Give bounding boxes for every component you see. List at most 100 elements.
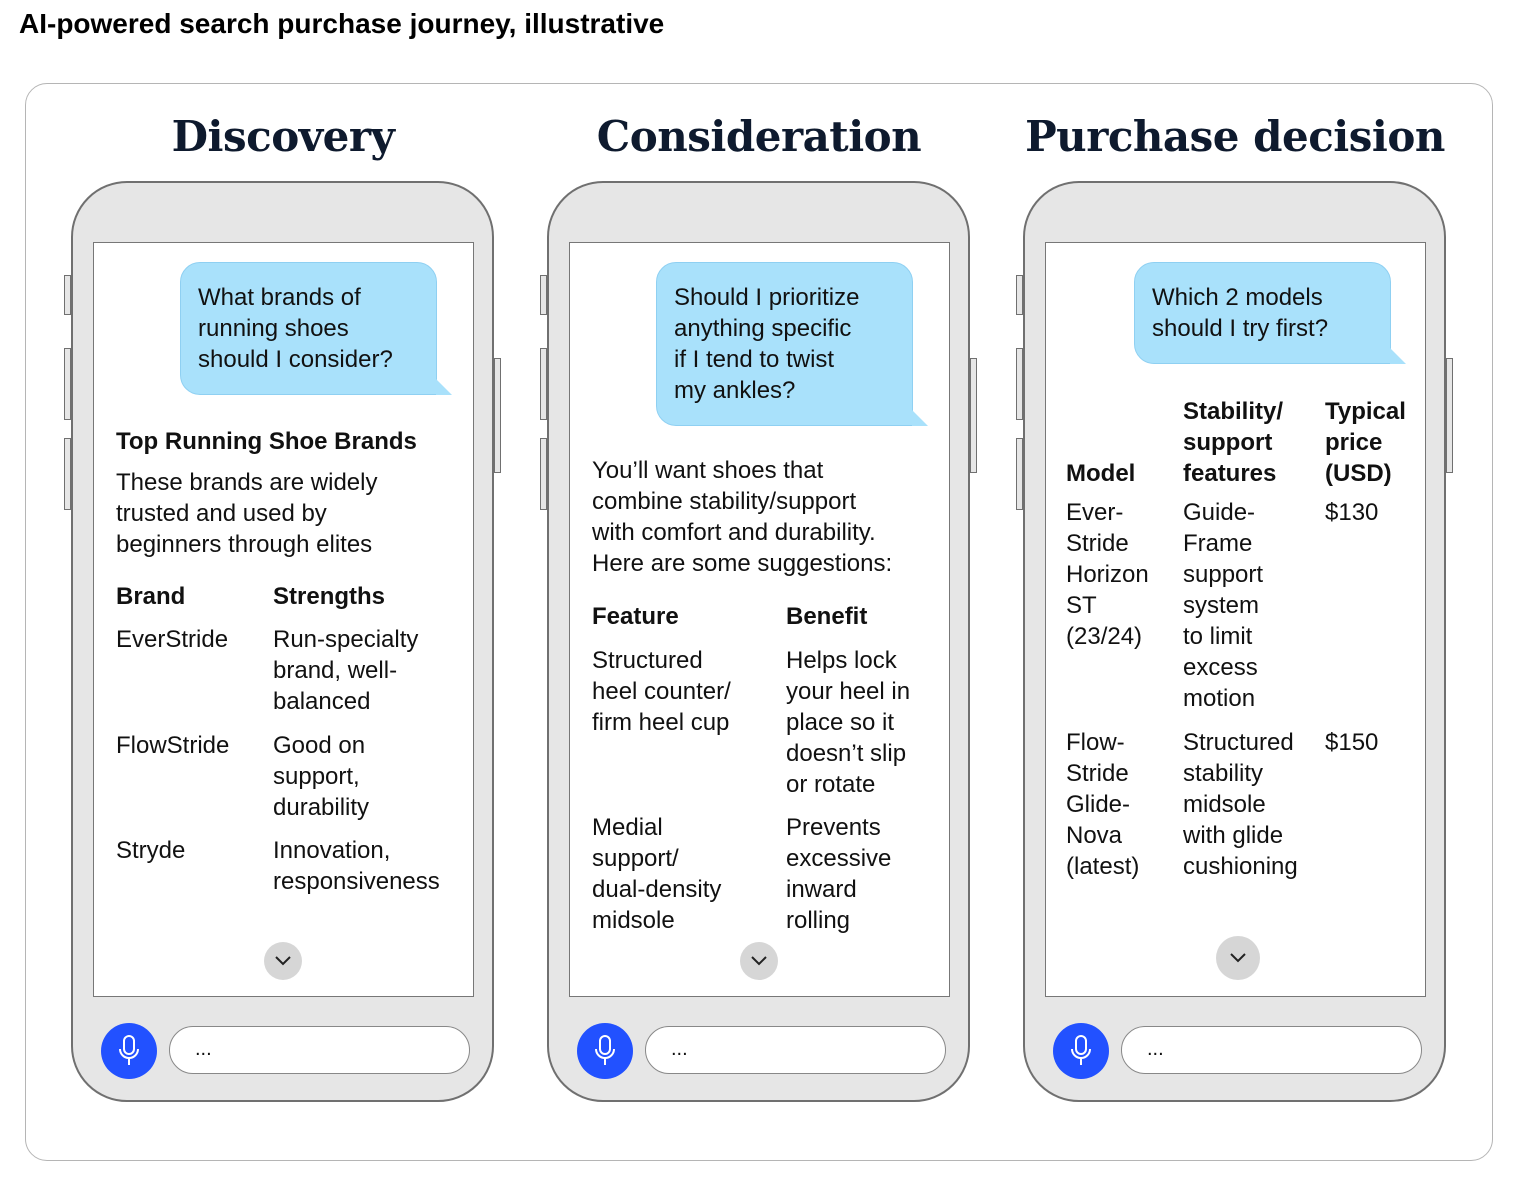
benefit-cell: Prevents excessive inward rolling: [786, 812, 891, 936]
model-cell: Flow- Stride Glide- Nova (latest): [1066, 727, 1139, 882]
cell-line: your heel in: [786, 678, 911, 705]
chevron-down-icon: [275, 956, 291, 966]
stage-title-purchase-decision: Purchase decision: [1025, 112, 1445, 161]
scroll-down-button[interactable]: [1216, 936, 1260, 980]
cell-line: Frame: [1183, 530, 1253, 557]
question-line: Which 2 models: [1152, 284, 1323, 311]
cell-line: Helps lock: [786, 647, 897, 674]
chevron-down-icon: [751, 956, 767, 966]
cell-line: balanced: [273, 688, 371, 715]
intro-line: Here are some suggestions:: [592, 550, 893, 577]
figure-title: AI-powered search purchase journey, illu…: [19, 8, 665, 39]
features-cell: Structured stability midsole with glide …: [1183, 727, 1298, 882]
intro-line: with comfort and durability.: [592, 519, 876, 546]
intro-line: trusted and used by: [116, 500, 327, 527]
phone-side-button: [1016, 348, 1023, 420]
column-header-brand: Brand: [116, 583, 186, 610]
brand-cell: EverStride: [116, 626, 229, 653]
cell-line: heel counter/: [592, 678, 731, 705]
phone-side-button: [1016, 275, 1023, 315]
header-line: features: [1183, 460, 1277, 487]
user-question-bubble: What brands of running shoes should I co…: [180, 262, 452, 395]
question-line: should I consider?: [198, 346, 393, 373]
phone-side-button: [540, 438, 547, 510]
cell-line: firm heel cup: [592, 709, 730, 736]
phone-side-button: [1016, 438, 1023, 510]
phone-side-button: [494, 358, 501, 473]
header-line: Stability/: [1183, 398, 1284, 425]
cell-line: (23/24): [1066, 623, 1143, 650]
phone-side-button: [540, 275, 547, 315]
diagram-frame: [25, 83, 1493, 1161]
model-cell: Ever- Stride Horizon ST (23/24): [1066, 497, 1149, 652]
feature-cell: Structured heel counter/ firm heel cup: [592, 645, 731, 738]
question-line: my ankles?: [674, 377, 796, 404]
user-question-bubble: Which 2 models should I try first?: [1134, 262, 1406, 364]
cell-line: doesn’t slip: [786, 740, 907, 767]
cell-line: Ever-: [1066, 499, 1124, 526]
price-cell: $150: [1325, 729, 1379, 756]
phone-consideration: Should I prioritize anything specific if…: [540, 181, 977, 1102]
strengths-cell: Good on support, durability: [273, 730, 369, 823]
header-line: Typical: [1325, 398, 1406, 425]
benefit-cell: Helps lock your heel in place so it does…: [786, 645, 910, 800]
intro-line: These brands are widely: [116, 469, 378, 496]
cell-line: Medial: [592, 814, 663, 841]
intro-line: combine stability/support: [592, 488, 857, 515]
cell-line: Nova: [1066, 822, 1123, 849]
mic-button[interactable]: [101, 1023, 157, 1079]
column-header-benefit: Benefit: [786, 603, 868, 630]
chat-screen: Which 2 models should I try first? Model…: [1045, 242, 1426, 997]
phone-side-button: [970, 358, 977, 473]
mic-button[interactable]: [577, 1023, 633, 1079]
question-line: What brands of: [198, 284, 361, 311]
question-line: should I try first?: [1152, 315, 1329, 342]
phone-discovery: What brands of running shoes should I co…: [64, 181, 501, 1102]
cell-line: dual-density: [592, 876, 722, 903]
header-line: (USD): [1325, 460, 1392, 487]
column-header-stability: Stability/ support features: [1183, 396, 1283, 489]
chat-screen: What brands of running shoes should I co…: [93, 242, 474, 997]
chat-input[interactable]: ...: [1121, 1026, 1422, 1074]
cell-line: motion: [1183, 685, 1256, 712]
brand-cell: FlowStride: [116, 732, 230, 759]
cell-line: Horizon: [1066, 561, 1149, 588]
column-header-model: Model: [1066, 460, 1136, 487]
cell-line: brand, well-: [273, 657, 398, 684]
features-cell: Guide- Frame support system to limit exc…: [1183, 497, 1263, 714]
phone-side-button: [540, 348, 547, 420]
brand-cell: Stryde: [116, 837, 186, 864]
cell-line: (latest): [1066, 853, 1140, 880]
cell-line: Stride: [1066, 530, 1129, 557]
scroll-down-button[interactable]: [740, 942, 778, 980]
column-header-strengths: Strengths: [273, 583, 386, 610]
cell-line: excess: [1183, 654, 1258, 681]
column-header-feature: Feature: [592, 603, 679, 630]
cell-line: midsole: [1183, 791, 1266, 818]
cell-line: Prevents: [786, 814, 881, 841]
question-line: if I tend to twist: [674, 346, 835, 373]
chat-input[interactable]: ...: [169, 1026, 470, 1074]
question-line: Should I prioritize: [674, 284, 860, 311]
cell-line: inward: [786, 876, 857, 903]
cell-line: excessive: [786, 845, 892, 872]
question-line: anything specific: [674, 315, 852, 342]
header-line: support: [1183, 429, 1273, 456]
cell-line: stability: [1183, 760, 1264, 787]
mic-button[interactable]: [1053, 1023, 1109, 1079]
cell-line: Glide-: [1066, 791, 1131, 818]
chat-input[interactable]: ...: [645, 1026, 946, 1074]
cell-line: Stride: [1066, 760, 1129, 787]
cell-line: Structured: [592, 647, 703, 674]
answer-intro: You’ll want shoes that combine stability…: [592, 455, 892, 579]
cell-line: to limit: [1183, 623, 1253, 650]
phone-side-button: [1446, 358, 1453, 473]
scroll-down-button[interactable]: [264, 942, 302, 980]
cell-line: support/: [592, 845, 679, 872]
cell-line: durability: [273, 794, 370, 821]
microphone-icon: [1071, 1035, 1091, 1065]
chevron-down-icon: [1230, 953, 1246, 963]
strengths-cell: Innovation, responsiveness: [273, 835, 440, 897]
phone-side-button: [64, 348, 71, 420]
user-question-bubble: Should I prioritize anything specific if…: [656, 262, 928, 426]
